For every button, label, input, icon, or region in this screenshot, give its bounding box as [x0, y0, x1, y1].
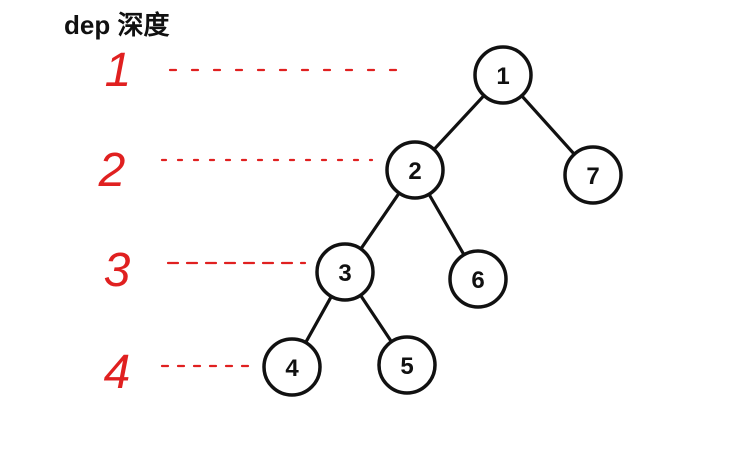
tree-node-6: 6	[448, 249, 508, 309]
tree-node-4: 4	[262, 337, 322, 397]
edge-1-7	[520, 94, 576, 156]
node-circle	[473, 45, 533, 105]
node-circle	[385, 140, 445, 200]
node-circle	[563, 145, 623, 205]
tree-edges	[304, 93, 576, 345]
depth-label-4: 4	[104, 346, 131, 399]
depth-label-2: 2	[98, 144, 126, 197]
tree-node-3: 3	[315, 242, 375, 302]
depth-labels: 1 2 3 4	[98, 44, 132, 399]
node-circle	[315, 242, 375, 302]
tree-node-1: 1	[473, 45, 533, 105]
depth-label-1: 1	[105, 44, 132, 97]
edge-3-5	[358, 293, 394, 344]
depth-label-3: 3	[104, 244, 131, 297]
tree-node-5: 5	[377, 335, 437, 395]
edge-2-3	[359, 191, 401, 251]
node-circle	[262, 337, 322, 397]
node-label: 4	[285, 355, 299, 382]
node-label: 6	[471, 267, 484, 294]
node-circle	[377, 335, 437, 395]
node-label: 1	[496, 63, 509, 90]
edge-2-6	[427, 192, 466, 257]
node-label: 3	[338, 260, 351, 287]
tree-node-7: 7	[563, 145, 623, 205]
node-label: 7	[586, 163, 599, 190]
diagram-title: dep 深度	[64, 10, 170, 40]
tree-node-2: 2	[385, 140, 445, 200]
edge-3-4	[304, 294, 333, 345]
tree-nodes: 1 2 7 3 6 4 5	[262, 45, 623, 397]
edge-1-2	[432, 93, 486, 152]
depth-guide-lines	[160, 68, 414, 368]
node-label: 5	[400, 353, 413, 380]
node-label: 2	[408, 158, 421, 185]
node-circle	[448, 249, 508, 309]
